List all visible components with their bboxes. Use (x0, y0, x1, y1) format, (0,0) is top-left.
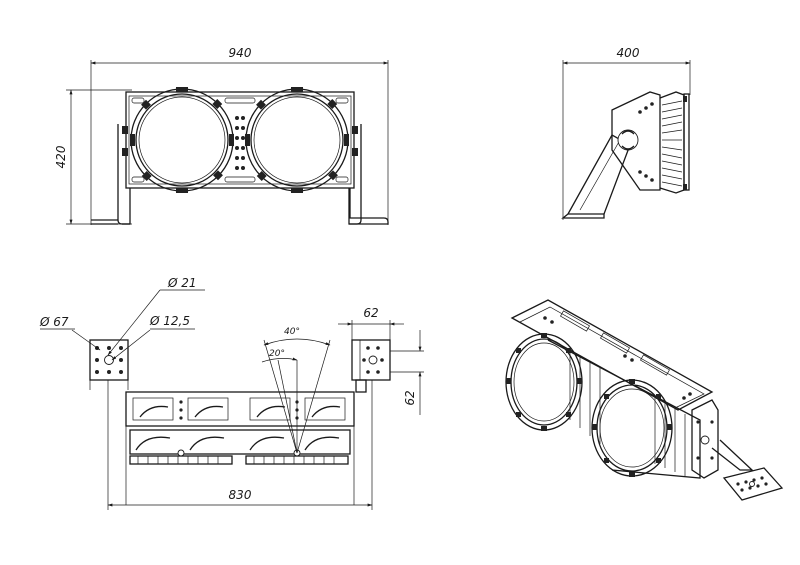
iso-right-lamp (591, 379, 673, 477)
bottom-view: Ø 67 Ø 21 Ø 12,5 (39, 276, 424, 510)
center-holes (235, 116, 245, 170)
dim-label-420: 420 (54, 145, 68, 168)
bottom-body (125, 391, 355, 427)
iso-heatsink (547, 339, 701, 479)
iso-left-lamp (505, 333, 583, 431)
dim-label-angle40: 40° (284, 327, 300, 337)
dim-label-62-horizontal: 62 (363, 306, 378, 320)
mount-plate-detail (71, 289, 161, 390)
side-foot (561, 213, 605, 219)
iso-mount (691, 399, 784, 501)
side-bracket-detail (351, 339, 391, 393)
side-plate (611, 91, 661, 191)
side-heatsink (659, 91, 690, 194)
dim-label-diam67: Ø 67 (39, 315, 69, 329)
front-body (125, 91, 355, 189)
side-view: 400 (561, 46, 691, 220)
dim-label-angle20: 20° (269, 349, 285, 359)
dim-label-62-vertical: 62 (403, 390, 417, 405)
dim-label-diam125: Ø 12,5 (149, 314, 190, 328)
iso-foot (722, 467, 784, 501)
right-lamp (245, 87, 349, 193)
dim-label-400: 400 (617, 46, 640, 60)
dim-label-940: 940 (229, 46, 252, 60)
angle-dimensions (261, 338, 331, 454)
isometric-view (505, 299, 784, 501)
left-lamp (130, 87, 234, 193)
dim-label-diam21: Ø 21 (167, 276, 197, 290)
front-view: 940 420 (54, 46, 389, 225)
bottom-fins (129, 455, 349, 465)
left-leg (117, 124, 131, 225)
dim-label-830: 830 (229, 488, 252, 502)
